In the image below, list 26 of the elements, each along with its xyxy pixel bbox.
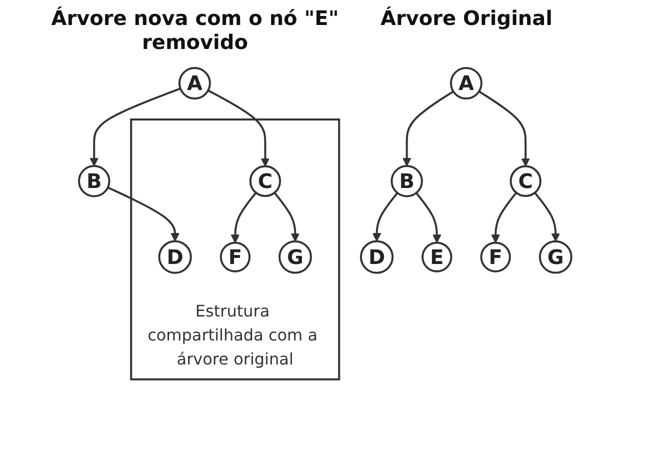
arrow (402, 90, 454, 166)
tree-heading: Árvore nova com o nó "E" removido (50, 6, 340, 54)
node-circle: C (250, 165, 282, 197)
node-circle: B (391, 164, 424, 198)
node-circle: D (360, 240, 394, 274)
node-circle: F (220, 242, 251, 272)
arrow (478, 90, 530, 167)
arrow (534, 192, 560, 242)
node-circle: A (450, 67, 483, 100)
node-circle: G (278, 240, 312, 274)
node-circle: D (158, 240, 192, 274)
node-circle: A (178, 67, 212, 100)
tree-heading: Árvore Original (380, 6, 553, 30)
arrow (231, 192, 258, 244)
node-circle: G (539, 240, 573, 274)
node-circle: B (78, 164, 111, 198)
arrow (416, 192, 442, 244)
arrow (372, 192, 398, 242)
arrow (492, 192, 518, 244)
node-circle: F (480, 242, 512, 272)
node-circle: C (510, 165, 542, 197)
node-circle: E (422, 242, 453, 272)
arrow (90, 88, 182, 166)
arrow (108, 186, 180, 242)
arrow (274, 192, 300, 242)
arrow (208, 90, 270, 167)
